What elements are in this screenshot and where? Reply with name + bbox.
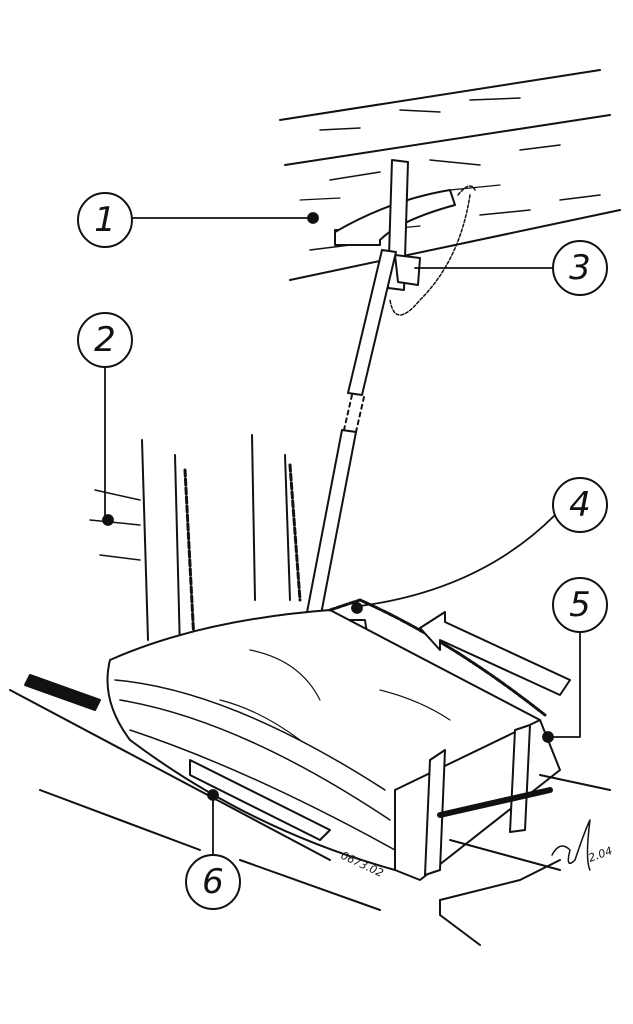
callout-4: 4 [552,477,608,533]
svg-text:2: 2 [94,320,116,360]
staff-holder [334,159,476,316]
callout-2: 2 [77,312,133,368]
callout-3: 3 [552,240,608,296]
svg-text:1: 1 [94,200,116,240]
saw-frame [89,434,302,662]
callout-5: 5 [552,577,608,633]
signature-date: 2.04 [587,844,614,865]
callout-1: 1 [77,192,133,248]
svg-text:6: 6 [202,862,224,902]
svg-text:4: 4 [569,485,591,525]
overhead-beam [279,69,621,281]
svg-text:5: 5 [569,585,591,625]
artist-signature [551,819,591,871]
floor [9,674,611,946]
leader-lines [102,212,581,856]
callout-6: 6 [185,854,241,910]
svg-text:3: 3 [569,248,591,288]
log [106,598,561,881]
feed-direction-arrow [419,611,571,696]
